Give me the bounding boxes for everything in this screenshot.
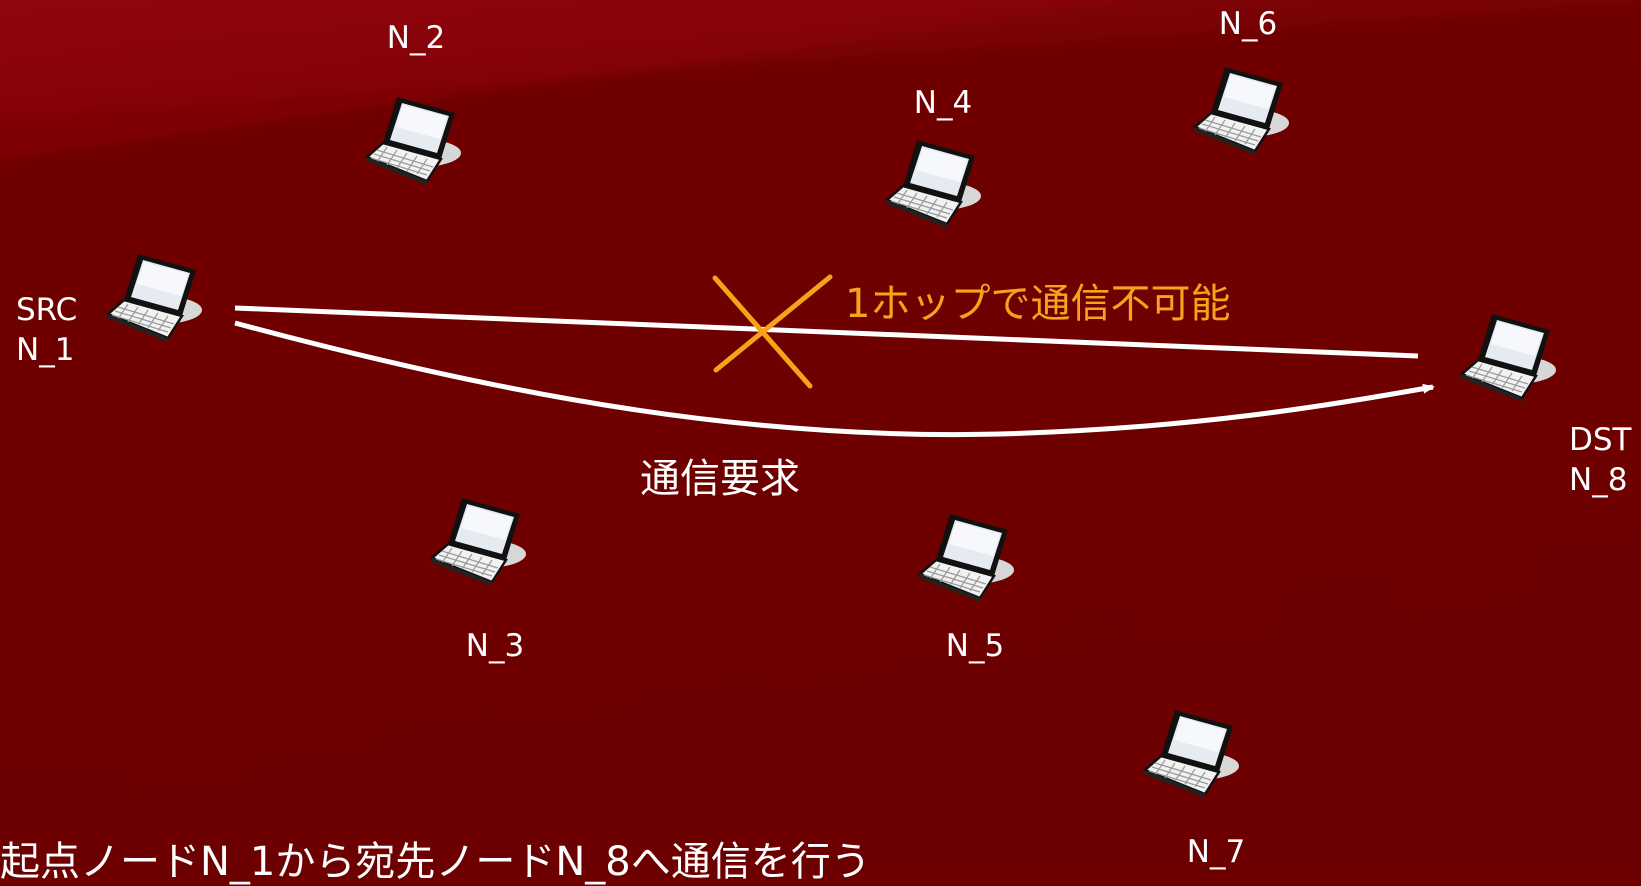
src-role-label: SRC [16,292,78,328]
cross-icon [712,274,833,389]
laptop-icon [1192,65,1291,157]
node-label-n6: N_6 [1218,6,1278,42]
src-node-label: N_1 [16,332,75,368]
dst-node-label: N_8 [1569,462,1628,498]
direct-link-line [234,305,1419,359]
blocked-annotation: 1ホップで通信不可能 [845,281,1231,327]
laptop-icon [1142,708,1241,800]
node-label-n3: N_3 [465,628,525,664]
request-annotation: 通信要求 [640,456,800,502]
laptop-icon [884,138,983,230]
node-label-n2: N_2 [386,20,446,56]
laptop-icon [364,95,463,187]
laptop-icon [429,496,528,588]
node-label-n7: N_7 [1186,834,1246,870]
laptop-icon [917,512,1016,604]
node-label-src: SRC N_1 [16,290,77,370]
node-label-dst: DST N_8 [1569,420,1631,500]
node-label-n5: N_5 [945,628,1005,664]
laptop-icon [105,252,204,344]
caption-text: 起点ノードN_1から宛先ノードN_8へ通信を行う [0,839,871,885]
laptop-icon [1459,312,1558,404]
request-path-arrow [234,320,1435,438]
dst-role-label: DST [1569,422,1632,458]
node-label-n4: N_4 [913,85,973,121]
